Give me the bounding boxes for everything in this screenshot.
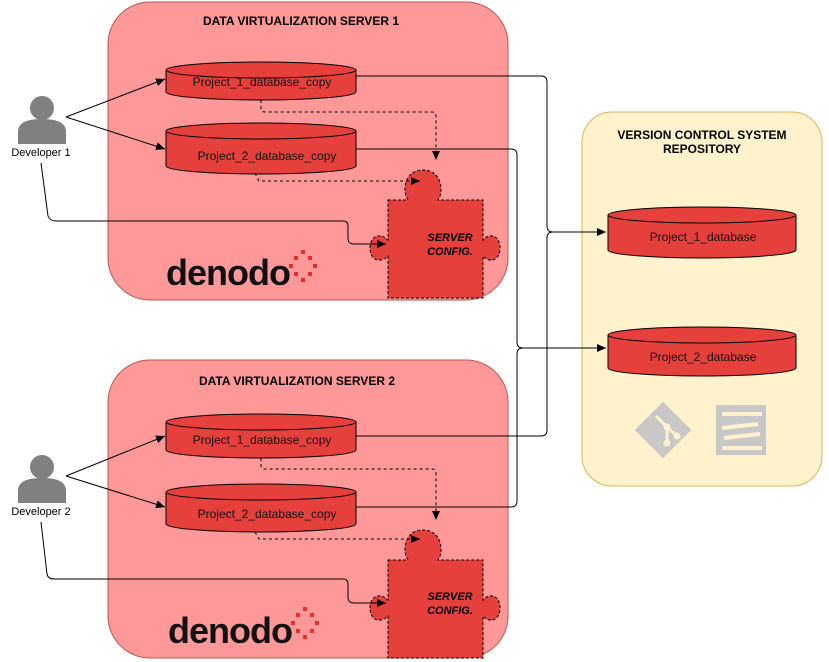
svg-text:denodo: denodo (166, 252, 290, 293)
server-2-db-2[interactable]: Project_2_database_copy (165, 483, 357, 533)
server-2-panel: DATA VIRTUALIZATION SERVER 2 Project_1_d… (107, 359, 509, 659)
developer-2[interactable]: Developer 2 (11, 455, 71, 518)
server-1-db-1[interactable]: Project_1_database_copy (165, 61, 357, 101)
vcs-title-line2: REPOSITORY (663, 142, 741, 156)
server-1-config-puzzle[interactable]: SERVER CONFIG. (369, 169, 501, 299)
developer-1-label: Developer 1 (11, 147, 70, 159)
server-2-config-puzzle[interactable]: SERVER CONFIG. (369, 529, 501, 659)
server-1-config-line2: CONFIG. (427, 246, 473, 258)
server-2-db-2-label: Project_2_database_copy (198, 507, 337, 521)
subversion-icon (716, 405, 766, 455)
denodo-logo: denodo (166, 250, 317, 293)
server-1-db-2[interactable]: Project_2_database_copy (165, 122, 357, 175)
vcs-db-2-label: Project_2_database (650, 350, 757, 364)
vcs-db-1-label: Project_1_database (650, 230, 757, 244)
server-2-config-line1: SERVER (427, 591, 472, 603)
person-icon (18, 455, 66, 503)
server-2-config-line2: CONFIG. (427, 605, 473, 617)
vcs-title-line1: VERSION CONTROL SYSTEM (617, 128, 786, 142)
server-1-db-1-label: Project_1_database_copy (193, 75, 332, 89)
svg-text:denodo: denodo (168, 610, 292, 651)
denodo-logo: denodo (168, 607, 319, 651)
developer-2-label: Developer 2 (11, 506, 70, 518)
server-2-db-1[interactable]: Project_1_database_copy (165, 413, 357, 459)
server-1-db-2-label: Project_2_database_copy (198, 149, 337, 163)
vcs-db-1[interactable]: Project_1_database (607, 206, 797, 259)
vcs-repository-panel: VERSION CONTROL SYSTEM REPOSITORY Projec… (581, 111, 823, 487)
server-2-title: DATA VIRTUALIZATION SERVER 2 (199, 374, 395, 388)
person-icon (18, 96, 66, 144)
developer-1[interactable]: Developer 1 (11, 96, 71, 159)
server-1-panel: DATA VIRTUALIZATION SERVER 1 Project_1_d… (107, 1, 509, 301)
vcs-db-2[interactable]: Project_2_database (607, 326, 797, 377)
server-2-db-1-label: Project_1_database_copy (193, 433, 332, 447)
server-1-title: DATA VIRTUALIZATION SERVER 1 (203, 14, 399, 28)
connectors (40, 75, 606, 607)
server-1-config-line1: SERVER (427, 232, 472, 244)
